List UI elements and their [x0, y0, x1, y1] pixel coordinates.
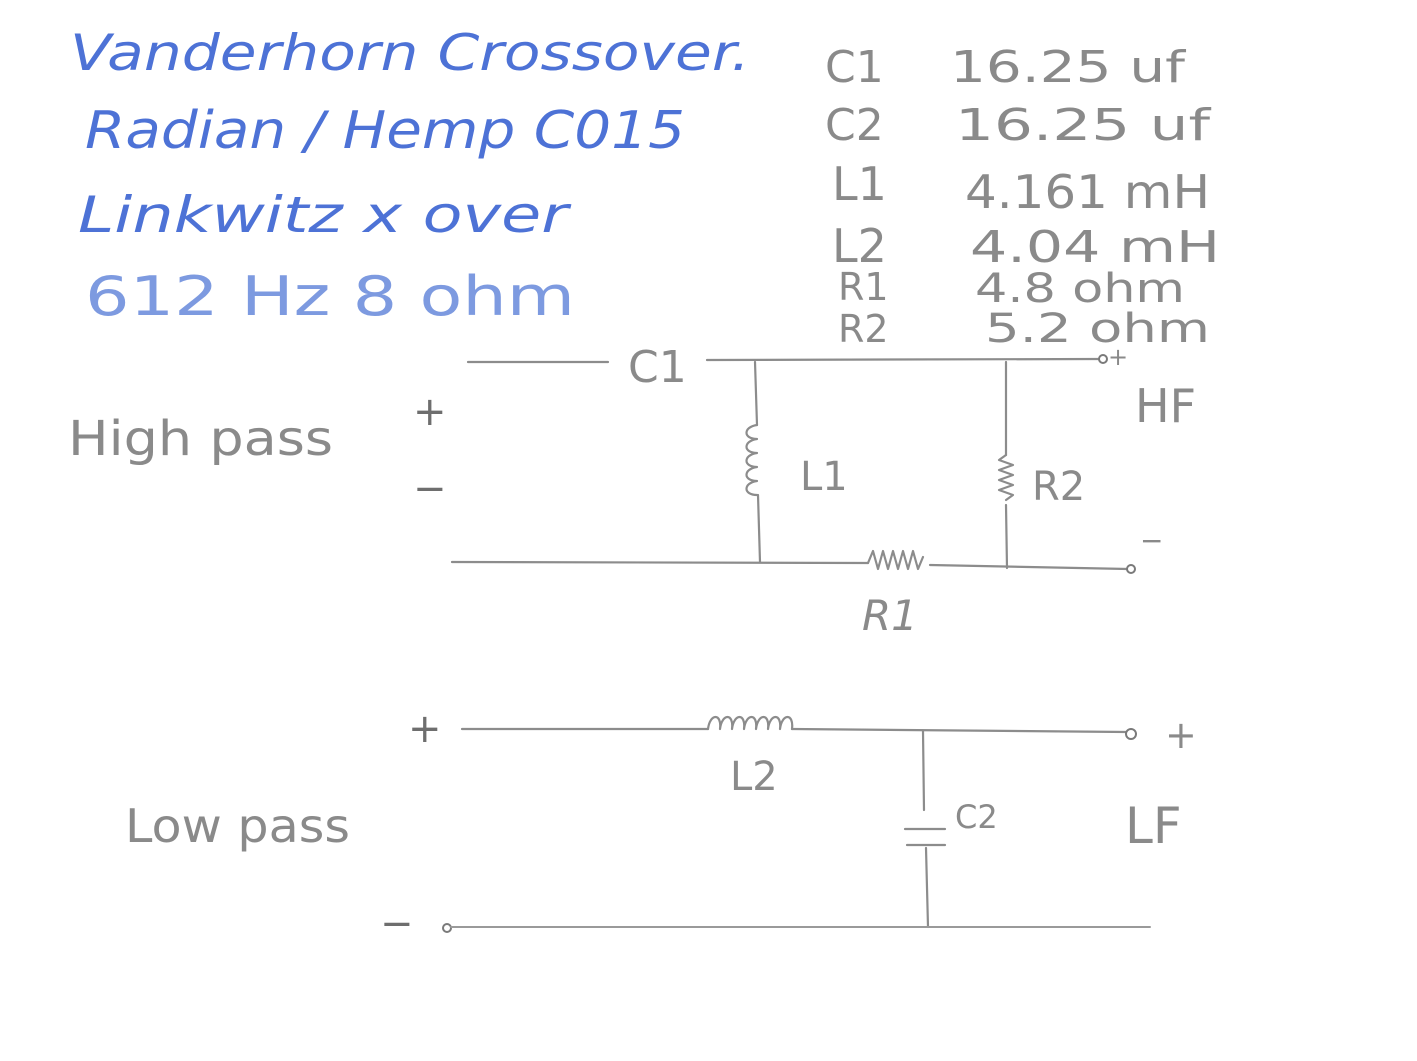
hp-wire-bottom-left: [450, 560, 870, 565]
l1-inductor-coil: [745, 423, 759, 497]
title-line-4: 612 Hz 8 ohm: [85, 265, 575, 328]
r1-resistor-zigzag: [866, 549, 925, 571]
lp-minus-terminal: [442, 923, 452, 933]
hf-plus-sign: +: [1108, 343, 1128, 371]
lf-plus-sign: +: [1165, 713, 1197, 757]
value-l2: 4.04 mH: [970, 222, 1220, 273]
high-pass-label: High pass: [68, 411, 333, 467]
high-pass-input-minus: −: [413, 466, 447, 512]
l1-label: L1: [800, 454, 848, 500]
hf-minus-terminal: [1126, 564, 1136, 574]
c1-label: C1: [628, 342, 687, 393]
l1-wire-top: [753, 360, 759, 427]
hf-plus-terminal: [1098, 354, 1108, 364]
hf-minus-sign: −: [1140, 524, 1163, 557]
value-c1: 16.25 uf: [950, 42, 1187, 93]
title-line-2: Radian / Hemp C015: [85, 101, 685, 161]
c2-wire-bottom: [924, 846, 930, 929]
value-r2: 5.2 ohm: [985, 306, 1210, 352]
high-pass-section: High pass + − C1 + L1 R2 − R1 HF: [68, 342, 1196, 640]
hp-wire-bottom-right: [928, 563, 1130, 571]
r2-resistor-zigzag: [997, 453, 1015, 502]
value-c2: 16.25 uf: [955, 100, 1212, 151]
hp-wire-top-rail: [705, 357, 1102, 362]
title-notes: Vanderhorn Crossover. Radian / Hemp C015…: [70, 24, 750, 328]
low-pass-input-minus: −: [380, 901, 414, 947]
component-values-table: C1 16.25 uf C2 16.25 uf L1 4.161 mH L2 4…: [825, 42, 1220, 352]
r1-label: R1: [862, 591, 918, 640]
r2-label: R2: [1032, 464, 1085, 510]
value-l1: 4.161 mH: [965, 165, 1210, 219]
lf-output-label: LF: [1125, 797, 1182, 855]
value-ref-r2: R2: [838, 307, 889, 351]
hf-output-label: HF: [1135, 379, 1196, 433]
title-line-1: Vanderhorn Crossover.: [70, 24, 750, 82]
lf-plus-terminal: [1125, 728, 1137, 740]
value-ref-c1: C1: [825, 42, 884, 93]
lp-wire-top-rail: [790, 727, 1129, 734]
low-pass-input-plus: +: [408, 706, 442, 752]
l2-inductor-coil: [706, 715, 794, 731]
value-ref-c2: C2: [825, 100, 884, 151]
l2-label: L2: [730, 754, 778, 800]
low-pass-label: Low pass: [125, 799, 350, 853]
title-line-3: Linkwitz x over: [78, 186, 572, 244]
value-r1: 4.8 ohm: [975, 266, 1185, 312]
c2-label: C2: [955, 798, 998, 836]
c2-wire-top: [921, 729, 926, 812]
r2-wire-bottom: [1004, 503, 1009, 570]
l1-wire-bottom: [756, 493, 762, 564]
value-ref-l2: L2: [832, 219, 887, 273]
value-ref-r1: R1: [838, 265, 889, 309]
low-pass-section: Low pass + − + L2 C2 LF: [125, 706, 1197, 947]
value-ref-l1: L1: [832, 157, 887, 211]
high-pass-input-plus: +: [413, 389, 447, 435]
